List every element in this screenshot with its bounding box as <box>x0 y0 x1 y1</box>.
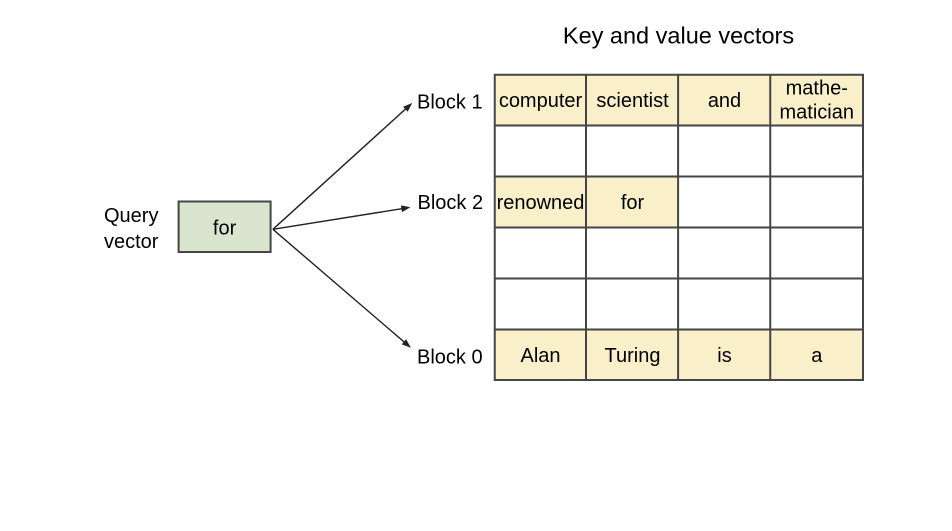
svg-text:Block 2: Block 2 <box>418 192 484 214</box>
svg-text:for: for <box>621 192 645 214</box>
svg-text:matician: matician <box>780 102 854 124</box>
svg-text:Alan: Alan <box>520 345 560 367</box>
svg-text:Turing: Turing <box>605 345 661 367</box>
svg-text:computer: computer <box>499 90 583 112</box>
svg-text:Block 1: Block 1 <box>417 92 483 114</box>
svg-text:mathe-: mathe- <box>786 78 848 100</box>
svg-text:renowned: renowned <box>497 192 585 214</box>
svg-text:Block 0: Block 0 <box>417 347 483 369</box>
svg-text:is: is <box>717 345 731 367</box>
svg-text:a: a <box>811 345 823 367</box>
svg-text:for: for <box>213 218 237 240</box>
svg-text:and: and <box>708 90 741 112</box>
svg-text:Query: Query <box>104 205 158 227</box>
svg-text:vector: vector <box>104 231 159 253</box>
svg-text:Key and value vectors: Key and value vectors <box>563 23 794 49</box>
svg-text:scientist: scientist <box>596 90 669 112</box>
